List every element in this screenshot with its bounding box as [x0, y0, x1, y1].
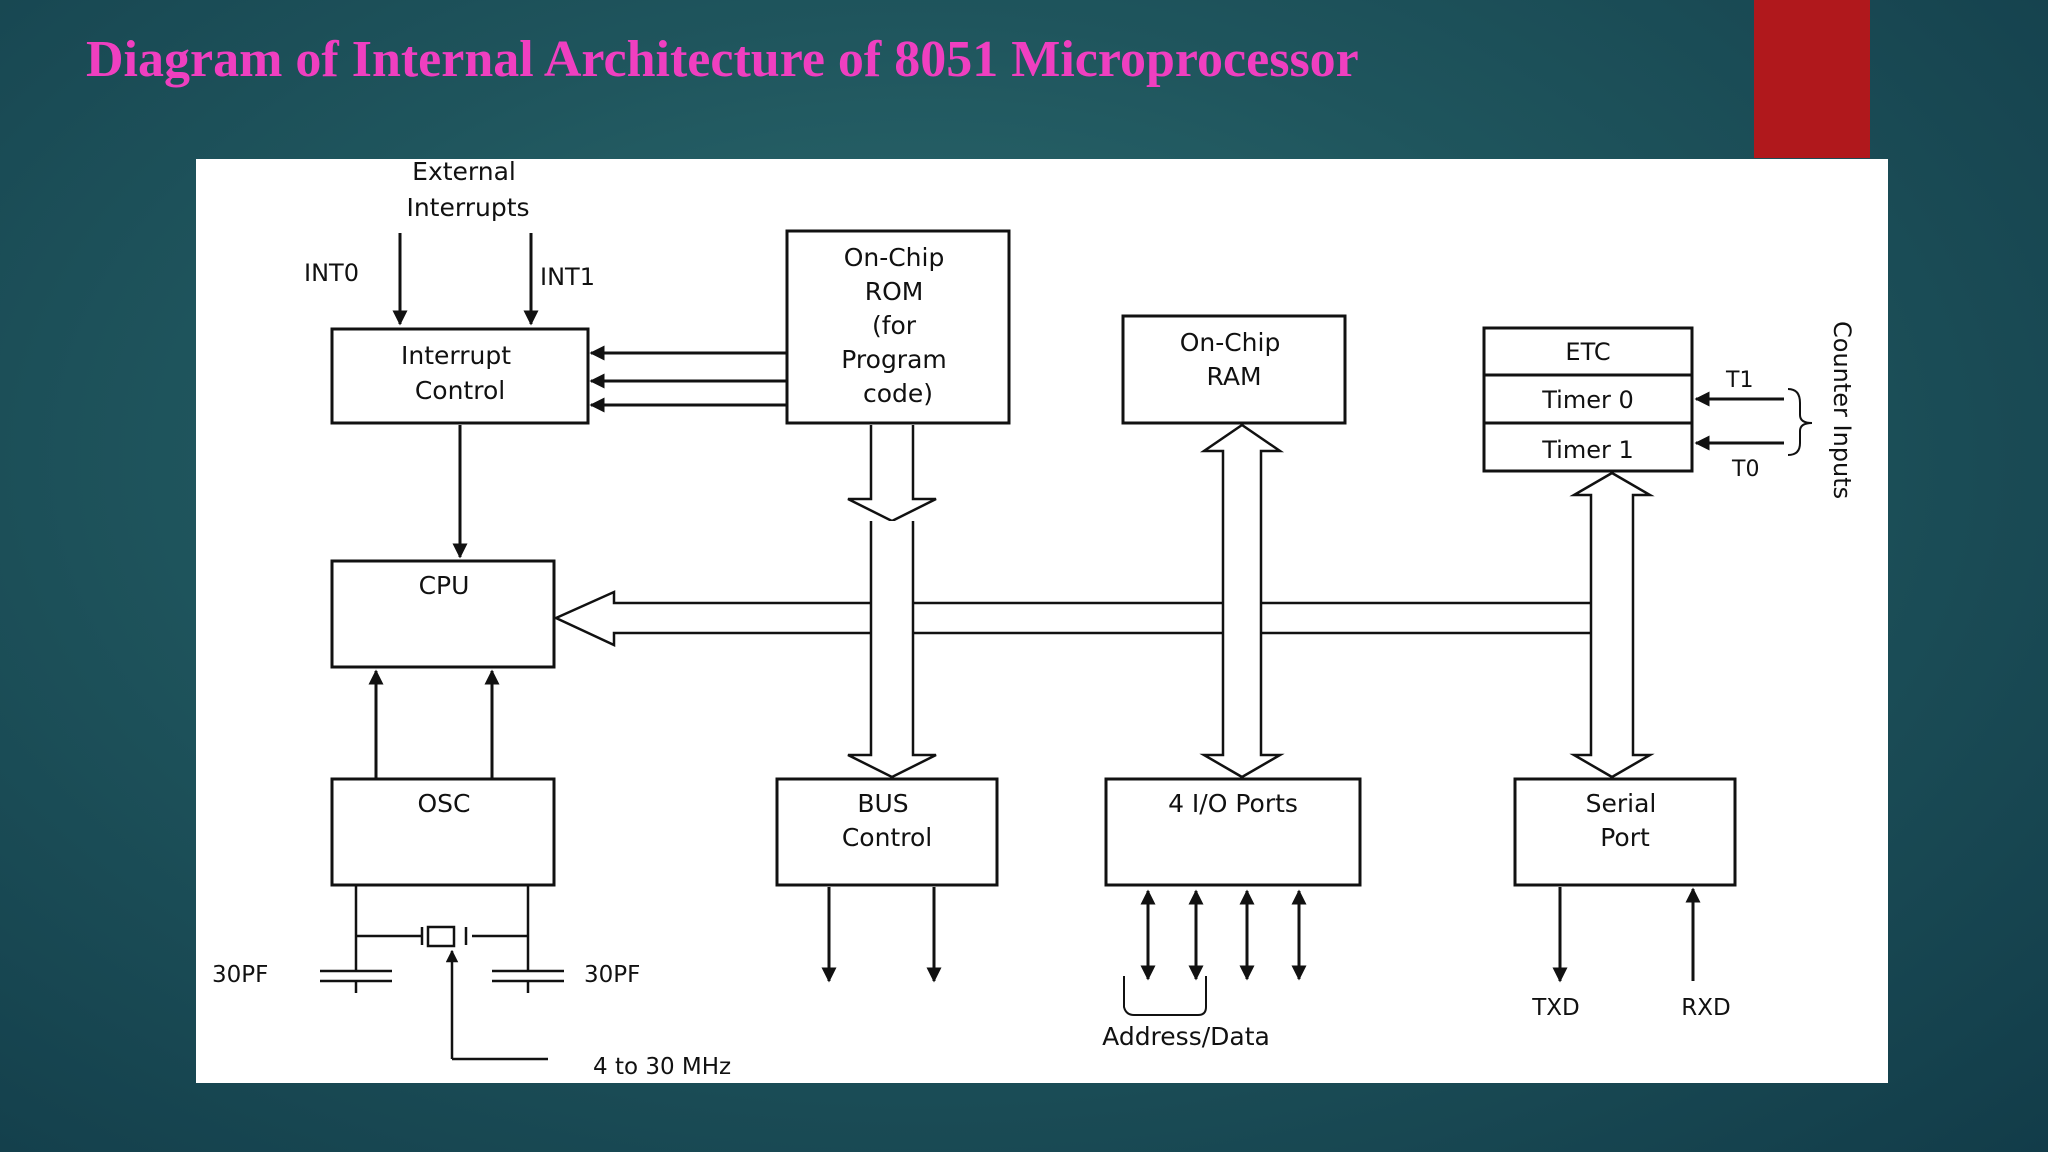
io-port-lines [1123, 889, 1307, 1016]
etc-cell [1482, 326, 1694, 377]
internal-bus [552, 590, 1634, 647]
internal-bus-arrow [552, 590, 1633, 647]
int1-label: INT1 [540, 263, 595, 291]
counter-inputs: T1 T0 Counter Inputs [1694, 321, 1856, 499]
interrupt-control-label: Interrupt Control [401, 341, 519, 405]
address-data-brace [1123, 976, 1207, 1016]
interrupt-inputs: External Interrupts INT0 INT1 [304, 159, 595, 326]
on-chip-rom-block [785, 229, 1011, 425]
cap-left-label: 30PF [212, 962, 268, 988]
crystal-icon [426, 925, 456, 948]
rom-to-interrupt-arrows [589, 345, 787, 413]
cap-right-label: 30PF [584, 962, 640, 988]
timer1-label: Timer 1 [1541, 436, 1634, 464]
bus-control-block [775, 777, 999, 887]
timer0-label: Timer 0 [1541, 386, 1634, 414]
t0-label: T0 [1731, 457, 1759, 482]
ram-bus-arrow [1199, 423, 1285, 779]
counter-inputs-label: Counter Inputs [1828, 321, 1856, 499]
timer-serial-bus-arrow [1569, 471, 1655, 779]
io-ports-block [1104, 777, 1362, 887]
int0-label: INT0 [304, 259, 359, 287]
slide-title: Diagram of Internal Architecture of 8051… [86, 31, 1359, 88]
capacitor-left-icon [320, 969, 392, 993]
on-chip-ram-label: On-Chip RAM [1180, 328, 1289, 391]
interrupt-control-block [330, 327, 590, 425]
external-interrupts-label: External Interrupts [406, 159, 529, 222]
address-data-label: Address/Data [1102, 1022, 1270, 1051]
timer-block: ETC Timer 0 Timer 1 [1482, 326, 1694, 473]
serial-port-label: Serial Port [1586, 789, 1665, 852]
diagram-panel: External Interrupts INT0 INT1 Interrupt … [196, 159, 1888, 1083]
serial-port-block [1513, 777, 1737, 887]
timer1-cell [1482, 421, 1694, 473]
on-chip-rom-label: On-Chip ROM (for Program code) [841, 243, 954, 408]
oscillator-circuit [320, 885, 564, 1061]
on-chip-ram-block [1121, 314, 1347, 425]
osc-block [330, 777, 556, 887]
crystal-frequency-label: 4 to 30 MHz [593, 1054, 731, 1080]
rom-to-bus-arrow [847, 425, 937, 523]
io-ports-label: 4 I/O Ports [1168, 789, 1298, 818]
bus-control-label: BUS Control [842, 789, 932, 852]
accent-bar [1754, 0, 1870, 158]
txd-label: TXD [1531, 995, 1580, 1021]
etc-label: ETC [1565, 338, 1610, 366]
capacitor-right-icon [492, 969, 564, 993]
t1-label: T1 [1725, 368, 1753, 393]
cpu-block [330, 559, 556, 669]
osc-label: OSC [417, 789, 470, 818]
architecture-diagram: External Interrupts INT0 INT1 Interrupt … [212, 159, 1856, 1080]
bus-to-bus-control-arrow [847, 521, 937, 779]
rxd-label: RXD [1681, 995, 1730, 1021]
cpu-label: CPU [419, 571, 470, 600]
counter-inputs-brace [1787, 388, 1813, 456]
